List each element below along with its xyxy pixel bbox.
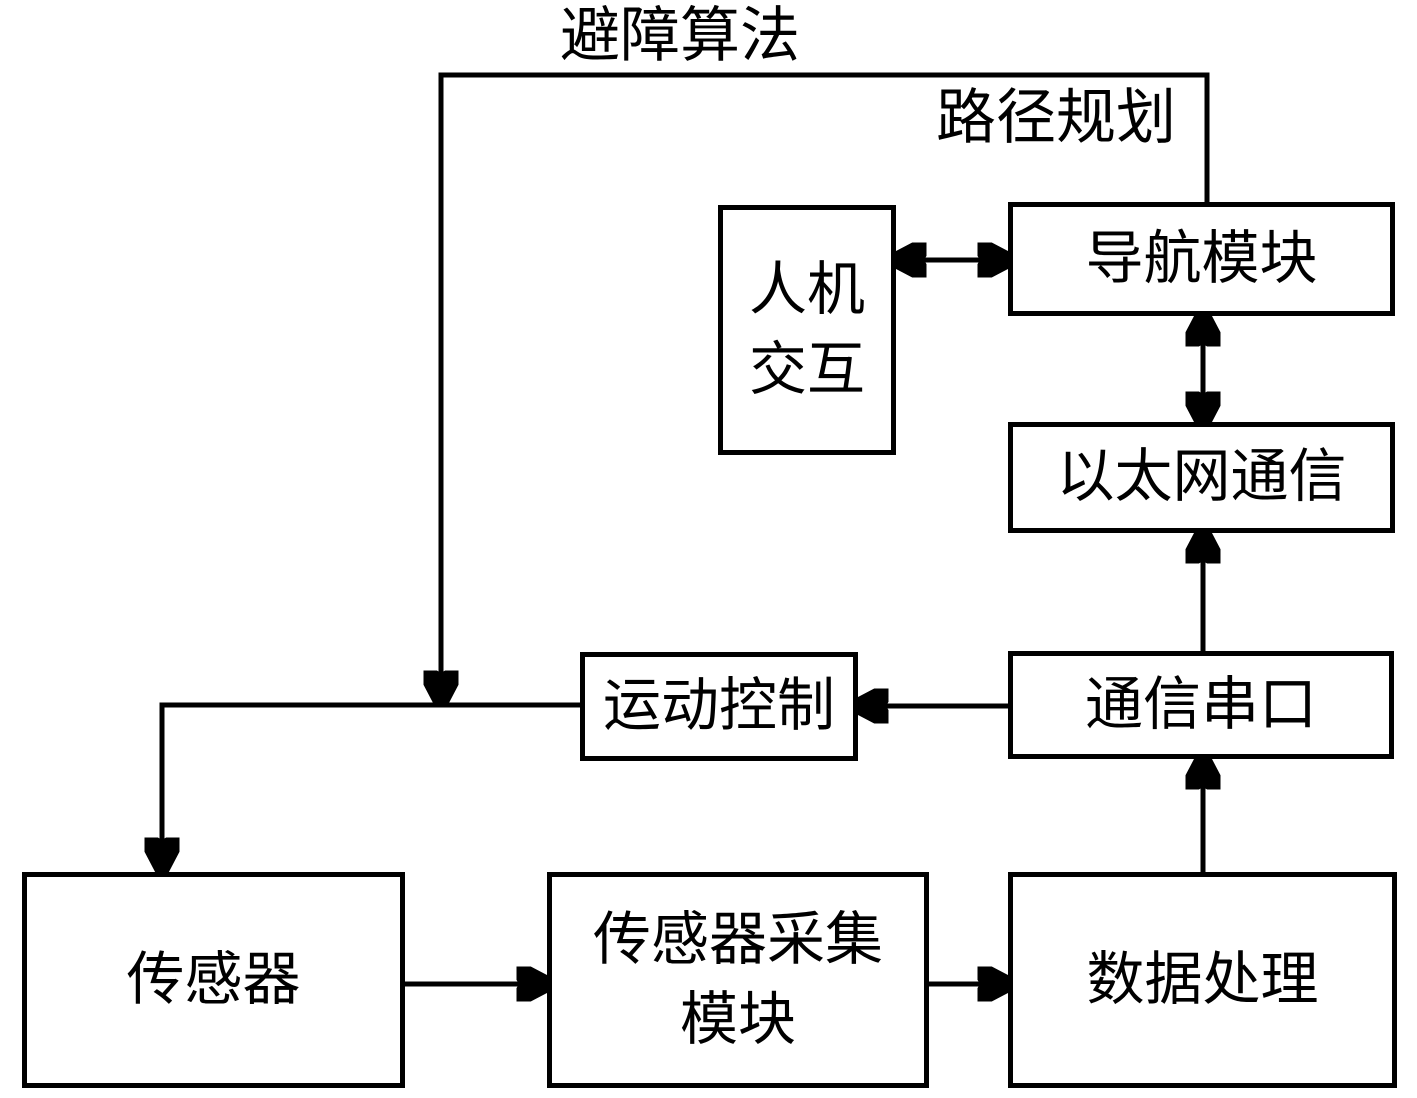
node-hmi-line2: 交互 [748,337,865,402]
node-data-processing-label: 数据处理 [1086,946,1319,1012]
node-hmi: 人机 交互 [718,205,896,455]
node-sensor-acquisition-label: 传感器采集 模块 [593,900,883,1060]
node-navigation-label: 导航模块 [1085,225,1318,291]
node-sensor: 传感器 [22,872,405,1088]
node-hmi-label: 人机 交互 [749,250,865,410]
node-sensor-acquisition: 传感器采集 模块 [547,872,929,1088]
node-navigation: 导航模块 [1008,202,1395,316]
node-sensor-label: 传感器 [126,946,301,1012]
label-obstacle-avoidance: 避障算法 [560,3,800,69]
node-serial-port: 通信串口 [1008,651,1394,759]
node-ethernet: 以太网通信 [1008,422,1395,533]
node-data-processing: 数据处理 [1008,872,1397,1088]
node-sensor-acquisition-line2: 模块 [679,987,796,1052]
edge-motion-to-sensor [162,702,580,868]
node-hmi-line1: 人机 [748,256,865,322]
label-path-planning: 路径规划 [936,85,1176,151]
node-serial-port-label: 通信串口 [1084,671,1317,737]
node-motion-control: 运动控制 [580,652,858,761]
node-ethernet-label: 以太网通信 [1056,444,1347,510]
node-motion-control-label: 运动控制 [602,673,835,739]
node-sensor-acquisition-line1: 传感器采集 [592,906,883,972]
